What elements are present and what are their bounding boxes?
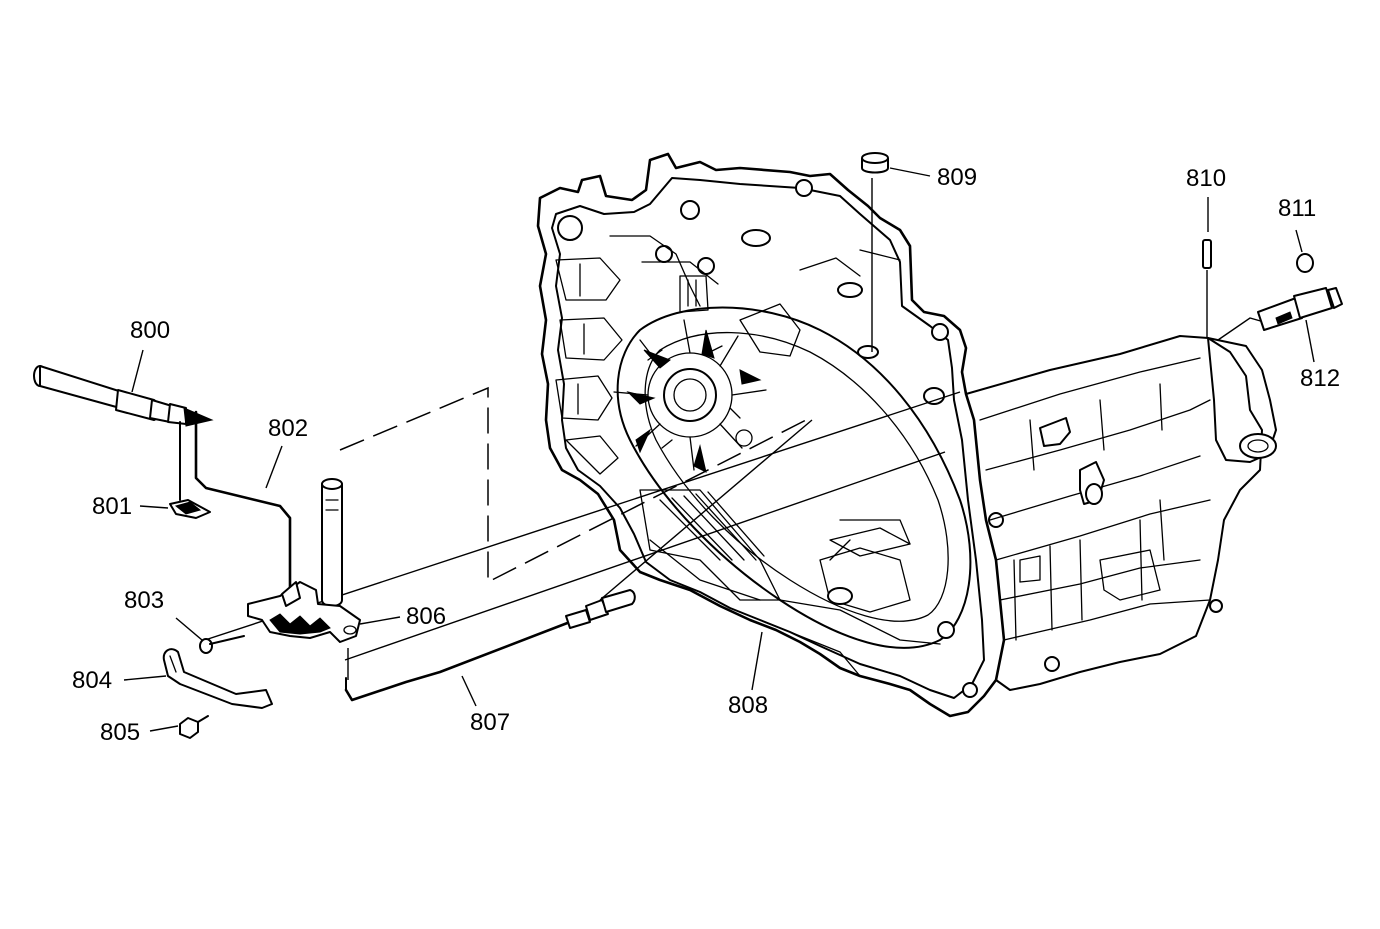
part-805-bolt bbox=[179, 715, 209, 739]
alignment-lines bbox=[204, 178, 1265, 661]
callout-801: 801 bbox=[92, 493, 132, 520]
part-812-sensor bbox=[1257, 287, 1343, 331]
part-806-detent-lever bbox=[247, 478, 361, 643]
callout-802: 802 bbox=[268, 415, 308, 442]
part-811-o-ring bbox=[1296, 253, 1314, 273]
part-809-plug bbox=[861, 152, 889, 174]
part-802-rod bbox=[194, 410, 292, 594]
part-801-clip bbox=[169, 421, 211, 519]
callout-809: 809 bbox=[937, 164, 977, 191]
part-804-spring bbox=[162, 648, 273, 709]
callout-812: 812 bbox=[1300, 365, 1340, 392]
callout-808: 808 bbox=[728, 692, 768, 719]
callout-803: 803 bbox=[124, 587, 164, 614]
part-803-bolt bbox=[199, 635, 245, 654]
callout-labels: 800 801 802 803 804 805 806 807 808 809 … bbox=[72, 164, 1340, 746]
part-810-pin bbox=[1202, 239, 1212, 269]
transaxle-case bbox=[536, 152, 1277, 718]
callout-800: 800 bbox=[130, 317, 170, 344]
callout-807: 807 bbox=[470, 709, 510, 736]
callout-806: 806 bbox=[406, 603, 446, 630]
callout-810: 810 bbox=[1186, 165, 1226, 192]
callout-leaders bbox=[123, 167, 1315, 732]
callout-805: 805 bbox=[100, 719, 140, 746]
callout-811: 811 bbox=[1278, 195, 1316, 222]
callout-804: 804 bbox=[72, 667, 112, 694]
part-807-rod bbox=[344, 589, 636, 702]
part-800-shaft bbox=[33, 365, 214, 427]
